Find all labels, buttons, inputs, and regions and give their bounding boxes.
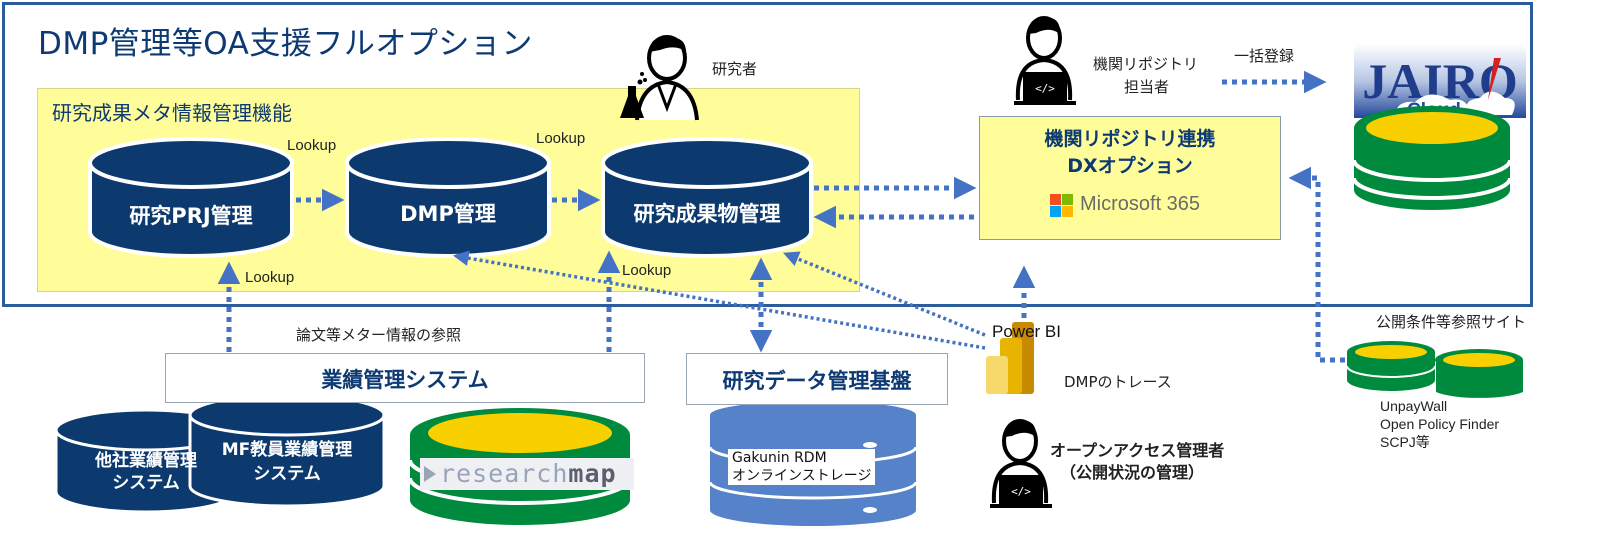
jairo-database	[1352, 106, 1512, 210]
reference-sites-list: UnpayWall Open Policy Finder SCPJ等	[1380, 397, 1499, 451]
lookup-label-1: Lookup	[287, 137, 337, 154]
researchmap-logo-part2: map	[568, 459, 617, 488]
lookup-label-2: Lookup	[536, 130, 586, 147]
rdm-platform-box[interactable]	[686, 353, 948, 405]
meta-management-title: 研究成果メタ情報管理機能	[52, 101, 292, 125]
oa-manager-icon: </>	[990, 419, 1052, 508]
oa-manager-label-line2: （公開状況の管理）	[1060, 463, 1205, 482]
powerbi-icon	[986, 322, 1034, 394]
reference-site-2: Open Policy Finder	[1380, 416, 1500, 432]
bulk-register-label: 一括登録	[1234, 47, 1295, 65]
dx-option-title-line2: DXオプション	[1067, 155, 1193, 177]
repo-staff-icon: </>	[1014, 16, 1076, 105]
powerbi-label: Power BI	[992, 322, 1061, 341]
db-mf-label: MF教員業績管理 システム	[190, 438, 384, 486]
db-dmp[interactable]	[345, 137, 551, 258]
db-research-prj[interactable]	[88, 137, 294, 258]
microsoft-365-label: Microsoft 365	[1080, 193, 1201, 215]
page-title: DMP管理等OA支援フルオプション	[38, 26, 533, 62]
db-researchmap[interactable]	[408, 408, 634, 525]
lookup-label-4: Lookup	[622, 262, 672, 279]
db-research-prj-label: 研究PRJ管理	[129, 204, 253, 228]
db-other-company-label: 他社業績管理 システム	[56, 450, 236, 494]
db-mf-system[interactable]	[188, 393, 386, 508]
db-mf-label-line2: システム	[253, 464, 321, 484]
reference-site-3: SCPJ等	[1380, 434, 1430, 450]
paper-meta-reference-label: 論文等メター情報の参照	[296, 326, 462, 344]
rdm-label-line2: オンラインストレージ	[732, 468, 872, 484]
rdm-label: Gakunin RDM オンラインストレージ	[728, 449, 876, 485]
db-dmp-label: DMP管理	[400, 202, 496, 226]
lookup-label-3: Lookup	[245, 269, 295, 286]
arrow-powerbi-to-output	[783, 251, 986, 337]
researchmap-logo: researchmap	[440, 459, 617, 488]
arrow-refsite-to-dx	[1288, 166, 1345, 363]
db-reference-sites[interactable]	[1346, 341, 1523, 398]
researchmap-logo-part1: research	[440, 459, 569, 488]
achievement-system-title: 業績管理システム	[321, 368, 489, 392]
microsoft-logo-icon	[1050, 194, 1073, 217]
repo-staff-label-line1: 機関リポジトリ	[1093, 55, 1199, 73]
researcher-label: 研究者	[712, 60, 758, 78]
db-research-output-label: 研究成果物管理	[633, 202, 781, 226]
db-mf-label-line1: MF教員業績管理	[221, 440, 353, 460]
researcher-icon	[620, 35, 699, 121]
rdm-label-line1: Gakunin RDM	[732, 450, 827, 466]
powerbi-caption: DMPのトレース	[1064, 373, 1172, 391]
oa-manager-label-line1: オープンアクセス管理者	[1050, 441, 1225, 460]
dx-option-panel	[979, 116, 1281, 240]
jairo-cloud-logo[interactable]: JAIRO Cloud	[1354, 44, 1526, 121]
db-research-output[interactable]	[601, 137, 813, 258]
reference-site-1: UnpayWall	[1380, 398, 1448, 414]
achievement-system-box[interactable]	[165, 353, 645, 403]
repo-staff-label-line2: 担当者	[1124, 78, 1170, 96]
db-other-company-label-line1: 他社業績管理	[95, 451, 197, 471]
svg-text:</>: </>	[1011, 485, 1031, 498]
rdm-platform-title: 研究データ管理基盤	[722, 369, 912, 393]
svg-text:</>: </>	[1035, 82, 1055, 95]
db-other-company-label-line2: システム	[112, 473, 180, 493]
reference-sites-title: 公開条件等参照サイト	[1376, 313, 1527, 331]
dx-option-title-line1: 機関リポジトリ連携	[1044, 128, 1216, 150]
